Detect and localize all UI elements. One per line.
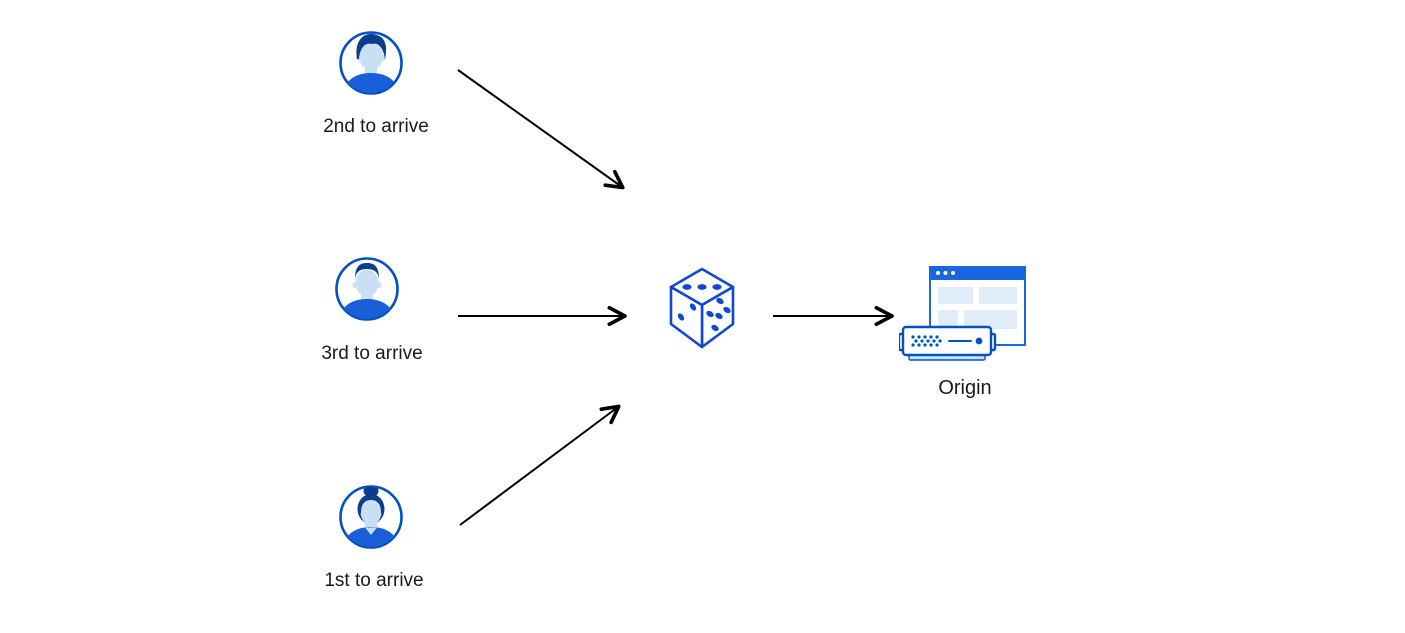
node-label-user-bottom: 1st to arrive — [324, 570, 424, 591]
node-user-bottom: 1st to arrive — [324, 483, 424, 591]
node-label-origin: Origin — [938, 377, 992, 399]
node-user-top: 2nd to arrive — [323, 29, 429, 137]
dice-icon — [669, 267, 735, 349]
node-randomizer — [668, 266, 736, 350]
arrow-user-bottom-to-dice — [459, 404, 621, 526]
node-label-user-top: 2nd to arrive — [323, 116, 429, 137]
person-male-short-hair-avatar-icon — [335, 257, 399, 321]
arrow-user-top-to-dice — [457, 69, 625, 190]
node-origin: Origin — [899, 266, 1029, 399]
node-user-middle: 3rd to arrive — [321, 255, 423, 364]
person-female-avatar-icon — [339, 485, 403, 549]
origin-server-browser-icon — [899, 266, 1026, 361]
person-male-avatar-icon — [339, 31, 403, 95]
node-label-user-middle: 3rd to arrive — [321, 343, 423, 364]
server-icon — [899, 325, 997, 361]
